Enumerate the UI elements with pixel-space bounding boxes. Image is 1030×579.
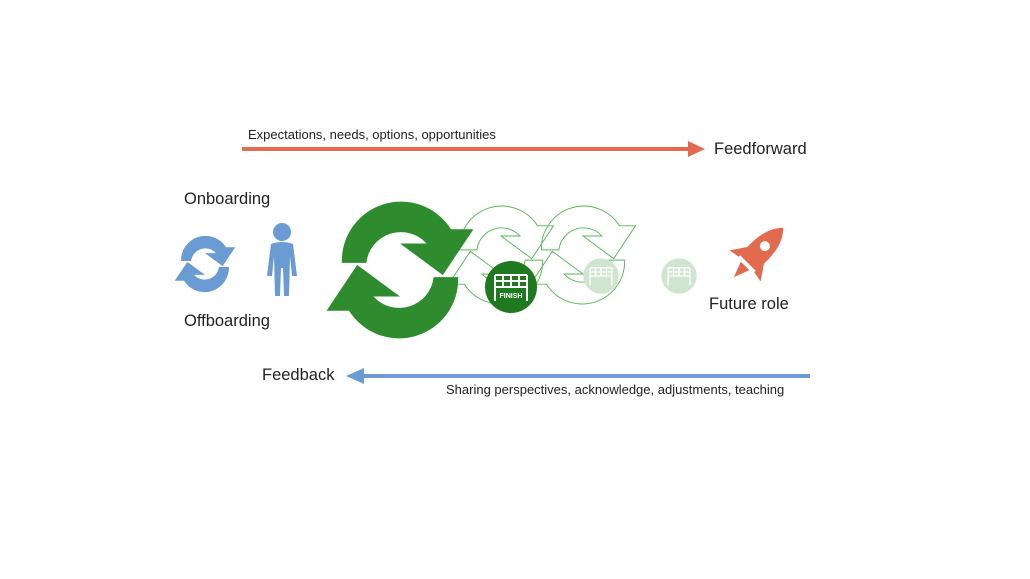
rocket-icon [729,227,784,282]
finish-line-icon-faded-2 [660,257,698,295]
onboarding-label: Onboarding [184,190,271,208]
finish-text: FINISH [500,293,523,300]
finish-line-icon: FINISH [484,260,538,314]
feedforward-label: Feedforward [714,140,807,158]
finish-line-icon-faded-1 [582,257,620,295]
onboarding-cycle-icon [174,235,236,293]
main-cycle-icon [326,201,474,339]
offboarding-label: Offboarding [184,312,270,330]
feedback-label: Feedback [262,366,335,384]
feedforward-caption: Expectations, needs, options, opportunit… [248,127,496,142]
feedforward-arrow [242,141,705,157]
feedback-caption: Sharing perspectives, acknowledge, adjus… [446,382,785,397]
person-icon [267,223,297,296]
feedback-arrow [346,368,810,384]
future-role-label: Future role [709,295,789,313]
